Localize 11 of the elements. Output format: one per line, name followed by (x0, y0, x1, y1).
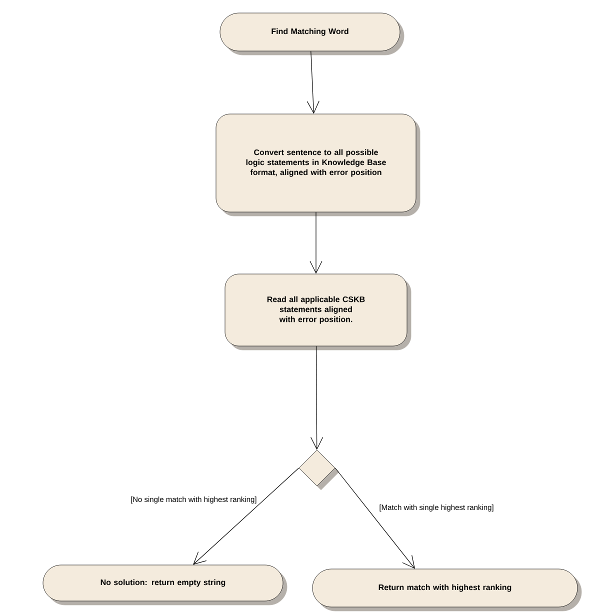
arrow (310, 346, 324, 450)
arrow (334, 468, 415, 569)
decision-diamond (298, 450, 340, 490)
activity-box: Read all applicable CSKB statements aligned with error position. (224, 274, 412, 350)
terminal-box: Return match with highest ranking (312, 568, 582, 612)
terminal-box: No solution: return empty string (42, 564, 288, 606)
arrow (306, 50, 320, 114)
arrow (310, 212, 322, 274)
arrow (193, 468, 300, 565)
terminal-box: Find Matching Word (220, 12, 404, 56)
activity-box: Convert sentence to all possible logic statements in Knowledge Base format, aligned with error position (216, 114, 420, 216)
